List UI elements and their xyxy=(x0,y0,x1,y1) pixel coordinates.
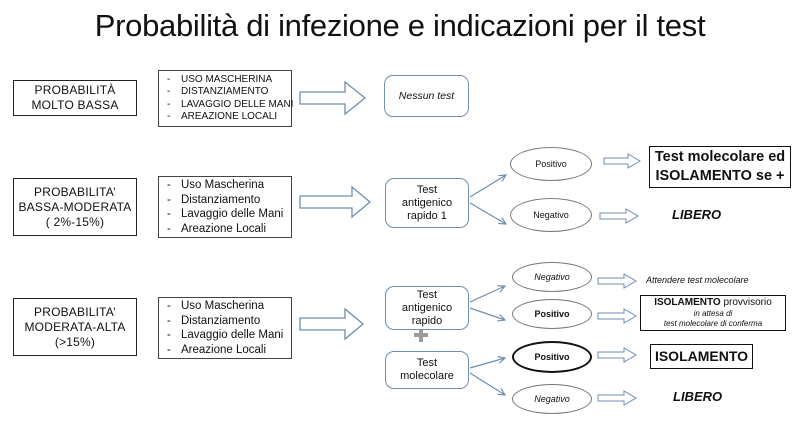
small-arrow-row2-neg xyxy=(599,208,639,224)
oval-positive-molecular: Positivo xyxy=(512,341,592,373)
oval-label: Negativo xyxy=(533,210,569,220)
oval-label: Negativo xyxy=(534,272,570,282)
oval-label: Negativo xyxy=(534,394,570,404)
measure-item: Uso Mascherina xyxy=(167,178,285,193)
outcome-wait-molecular: Attendere test molecolare xyxy=(646,275,749,285)
test-label: Test xyxy=(416,288,438,301)
test-label: Test xyxy=(416,357,438,369)
oval-positive-antigen: Positivo xyxy=(512,299,592,329)
measures-list-row1: USO MASCHERINA DISTANZIAMENTO LAVAGGIO D… xyxy=(158,70,293,127)
outcome-isolation: ISOLAMENTO xyxy=(650,344,753,369)
measure-item: AREAZIONE LOCALI xyxy=(167,111,285,123)
oval-label: Positivo xyxy=(534,309,570,319)
outcome-label: Test molecolare ed xyxy=(654,149,786,165)
result-no-test: Nessun test xyxy=(384,75,469,117)
small-arrow-row3-4 xyxy=(597,390,637,406)
test-rapid-antigen-2: Test antigenico rapido xyxy=(385,286,469,330)
outcome-label: ISOLAMENTO se + xyxy=(655,168,785,184)
outcome-free-row3: LIBERO xyxy=(673,389,723,404)
probability-label: MODERATA-ALTA xyxy=(24,319,126,334)
outcome-free-row2: LIBERO xyxy=(672,207,722,222)
oval-label: Positivo xyxy=(534,352,570,362)
small-arrow-row3-2 xyxy=(597,308,637,324)
measure-item: Lavaggio delle Mani xyxy=(167,207,285,222)
measures-list-row3: Uso Mascherina Distanziamento Lavaggio d… xyxy=(158,297,292,359)
test-label: antigenico xyxy=(401,196,453,209)
outcome-sub-label: test molecolare di conferma xyxy=(663,319,763,328)
probability-label: BASSA-MODERATA xyxy=(18,199,132,214)
fork-arrow-row3m-down xyxy=(469,372,505,395)
probability-very-low: PROBABILITÀ MOLTO BASSA xyxy=(13,80,137,116)
measure-item: Distanziamento xyxy=(167,314,285,329)
probability-moderate-high: PROBABILITA’ MODERATA-ALTA (>15%) xyxy=(13,298,137,356)
oval-negative-antigen: Negativo xyxy=(512,262,592,292)
big-arrow-row2 xyxy=(299,185,372,219)
test-label: antigenico xyxy=(401,301,453,314)
isolation-suffix: provvisorio xyxy=(720,297,772,308)
measures-list-row2: Uso Mascherina Distanziamento Lavaggio d… xyxy=(158,176,292,238)
page-title: Probabilità di infezione e indicazioni p… xyxy=(94,8,706,43)
test-label: rapido xyxy=(411,314,443,327)
small-arrow-row2-pos xyxy=(603,153,641,169)
measure-item: Distanziamento xyxy=(167,193,285,208)
small-arrow-row3-1 xyxy=(597,273,637,289)
fork-arrow-row3a-up xyxy=(469,286,505,303)
oval-negative-row2: Negativo xyxy=(510,198,592,232)
plus-symbol xyxy=(414,328,428,342)
test-label: Test xyxy=(416,183,438,196)
big-arrow-row1 xyxy=(299,80,367,116)
measure-item: Areazione Locali xyxy=(167,222,285,237)
test-molecular: Test molecolare xyxy=(385,351,469,389)
fork-arrow-row3a-down xyxy=(469,307,505,320)
probability-label: PROBABILITA’ xyxy=(34,304,116,319)
probability-low-moderate: PROBABILITA’ BASSA-MODERATA ( 2%-15%) xyxy=(13,178,137,236)
measure-item: DISTANZIAMENTO xyxy=(167,86,285,98)
measure-item: Uso Mascherina xyxy=(167,299,285,314)
probability-label: PROBABILITA’ xyxy=(34,184,116,199)
small-arrow-row3-3 xyxy=(597,347,637,363)
fork-arrow-row2-up xyxy=(469,175,506,198)
measure-item: USO MASCHERINA xyxy=(167,74,285,86)
test-label: molecolare xyxy=(400,370,454,382)
outcome-sub-label: in attesa di xyxy=(693,309,733,318)
measure-item: LAVAGGIO DELLE MANI xyxy=(167,99,293,111)
outcome-molecular-isolation: Test molecolare ed ISOLAMENTO se + xyxy=(649,146,791,188)
outcome-provisional-isolation: ISOLAMENTO provvisorio in attesa di test… xyxy=(640,295,786,331)
test-rapid-antigen-1: Test antigenico rapido 1 xyxy=(385,178,469,228)
measure-item: Lavaggio delle Mani xyxy=(167,328,285,343)
probability-label: ( 2%-15%) xyxy=(45,214,105,229)
oval-positive-row2: Positivo xyxy=(510,147,592,181)
measure-item: Areazione Locali xyxy=(167,343,285,358)
fork-arrow-row2-down xyxy=(469,202,506,224)
outcome-label: ISOLAMENTO provvisorio xyxy=(654,297,772,309)
probability-label: MOLTO BASSA xyxy=(31,98,119,112)
big-arrow-row3 xyxy=(299,307,365,341)
probability-label: PROBABILITÀ xyxy=(34,83,116,97)
probability-label: (>15%) xyxy=(54,334,96,349)
fork-arrow-row3m-up xyxy=(469,358,505,369)
result-label: Nessun test xyxy=(398,89,455,102)
outcome-label: ISOLAMENTO xyxy=(654,348,749,364)
oval-label: Positivo xyxy=(535,159,567,169)
test-label: rapido 1 xyxy=(407,209,447,222)
isolation-word: ISOLAMENTO xyxy=(654,297,721,308)
oval-negative-molecular: Negativo xyxy=(512,384,592,414)
